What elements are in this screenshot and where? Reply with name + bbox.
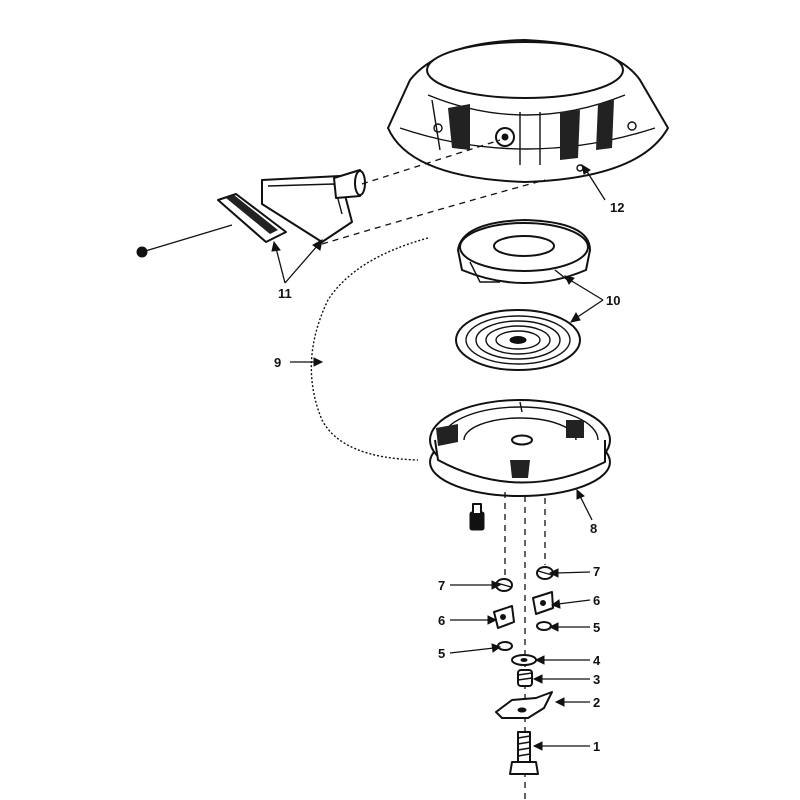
starter-pawl (532, 591, 554, 615)
retainer-plate (495, 691, 553, 719)
small-nut (469, 503, 485, 531)
callout-2: 2 (593, 695, 600, 710)
callout-7-left: 7 (438, 578, 445, 593)
spring-cover (457, 219, 591, 284)
starter-rope (310, 237, 429, 461)
hex-bolt (509, 731, 539, 775)
callout-7-right: 7 (593, 564, 600, 579)
callout-12: 12 (610, 200, 624, 215)
alignment-line (321, 179, 546, 245)
retainer-clip (536, 621, 552, 631)
callout-10: 10 (606, 293, 620, 308)
rope-end (136, 224, 233, 258)
rope-pulley (429, 399, 611, 497)
callout-5-right: 5 (593, 620, 600, 635)
callout-1: 1 (593, 739, 600, 754)
starter-handle (217, 169, 366, 243)
callout-11: 11 (278, 286, 292, 301)
pawl-spring (536, 566, 554, 580)
callout-6-right: 6 (593, 593, 600, 608)
callout-9: 9 (274, 355, 281, 370)
washer (511, 654, 537, 666)
retainer-clip (497, 641, 513, 651)
rewind-spring (455, 309, 581, 371)
starter-housing (387, 39, 669, 183)
callout-8: 8 (590, 521, 597, 536)
leader-lines (271, 163, 606, 751)
coil-spring (517, 669, 533, 687)
callout-6-left: 6 (438, 613, 445, 628)
starter-pawl (493, 605, 515, 629)
callout-3: 3 (593, 672, 600, 687)
alignment-line (361, 139, 501, 185)
callout-4: 4 (593, 653, 601, 668)
callout-labels: 12 11 10 9 8 7 7 6 6 5 5 4 3 2 1 (274, 200, 624, 754)
callout-5-left: 5 (438, 646, 445, 661)
